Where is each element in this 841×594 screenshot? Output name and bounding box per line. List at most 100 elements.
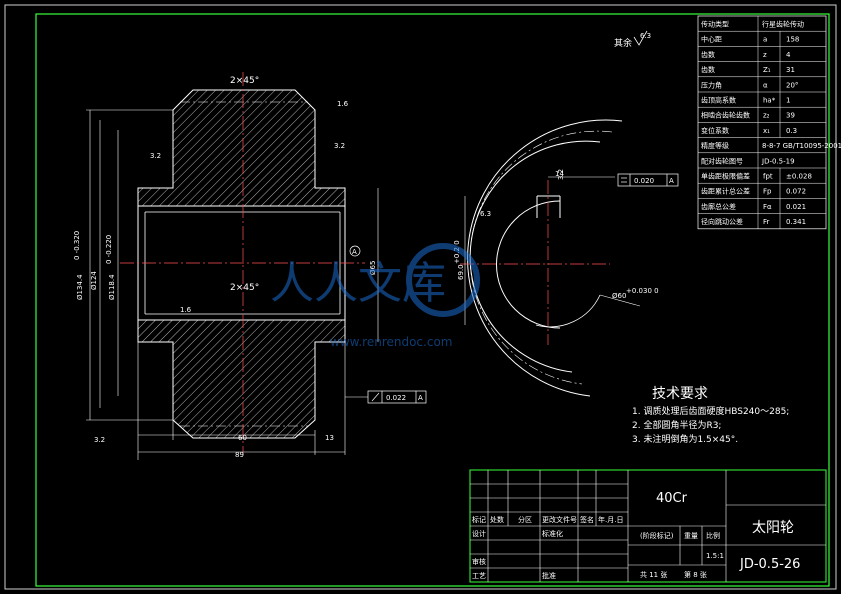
dim-outer-diameter-group: Ø134.4 0 -0.320: [73, 231, 84, 300]
gear-table-cell: 单齿距极限偏差: [701, 172, 750, 181]
tb-label-change: 更改文件号: [542, 515, 577, 524]
dim-width-13: 13: [325, 434, 334, 442]
tb-label-std: 标准化: [542, 529, 563, 538]
tech-title: 技术要求: [652, 386, 708, 402]
dim-outer-tol: 0 -0.320: [73, 231, 81, 260]
parallel-datum: A: [669, 177, 674, 185]
tb-label-review: 审核: [472, 557, 486, 566]
dim-65-group: Ø65: [369, 261, 377, 275]
datum-a-label: A: [352, 248, 357, 256]
dim-bore-tol: 0 -0.220: [105, 235, 113, 264]
gear-table-cell: 齿数: [701, 50, 715, 59]
title-block: [469, 469, 827, 583]
gear-table-cell: 0.3: [786, 127, 797, 135]
gear-table-cell: Fα: [763, 203, 772, 211]
gear-table-cell: z₂: [763, 112, 770, 120]
dim-bore-diameter: Ø118.4: [108, 274, 116, 300]
dim-rough-3-2-b: 3.2: [334, 142, 345, 150]
gear-table-cell: JD-0.5-19: [761, 157, 795, 165]
tech-line-3: 3. 未注明倒角为1.5×45°.: [632, 433, 738, 445]
section-dimensions: [86, 109, 379, 460]
gear-table-cell: α: [763, 81, 768, 89]
gear-table-cell: a: [763, 36, 767, 44]
dim-rough-6-3: 6.3: [480, 210, 491, 218]
dim-root-group: Ø124: [90, 271, 98, 290]
parallel-frame: [617, 173, 679, 187]
gear-table-cell: 配对齿轮图号: [701, 156, 743, 165]
tb-stage-note: (阶段标记): [640, 531, 674, 540]
end-view: [460, 119, 641, 397]
dim-rough-3-2-d-group: 3.2: [557, 169, 565, 180]
roughness-symbol: [633, 30, 648, 46]
watermark: 人人文库 www.renrendoc.com: [270, 243, 480, 349]
tech-line-2: 2. 全部圆角半径为R3;: [632, 419, 721, 431]
tb-label-sign: 签名: [580, 515, 594, 524]
tb-label-count: 处数: [490, 515, 504, 524]
dim-root-diameter: Ø124: [90, 271, 98, 290]
gear-table-cell: 齿数: [701, 65, 715, 74]
watermark-url: www.renrendoc.com: [330, 335, 452, 349]
gear-table-cell: ±0.028: [786, 173, 812, 181]
tb-label-approve: 批准: [542, 571, 556, 580]
gear-table-cell: ha*: [763, 97, 776, 105]
gear-table-cell: 变位系数: [701, 126, 729, 135]
tb-label-scale: 比例: [706, 531, 720, 540]
dim-bore-group: Ø118.4 0 -0.220: [105, 235, 116, 300]
dim-rough-3-2-d: 3.2: [557, 169, 565, 180]
dim-width-89: 89: [235, 451, 244, 459]
dim-rough-3-2-a: 3.2: [150, 152, 161, 160]
tb-label-date: 年.月.日: [598, 515, 623, 524]
gear-table-cell: 齿距累计总公差: [701, 187, 750, 196]
gear-table-cell: 径向跳动公差: [701, 217, 743, 226]
gear-table-cell: 压力角: [701, 80, 722, 89]
dim-key-69: 69.0: [457, 264, 465, 280]
gear-table-cell: 20°: [786, 81, 798, 89]
tb-label-weight: 重量: [684, 532, 698, 540]
gear-table-cell: 158: [786, 36, 799, 44]
gear-table-cell: 4: [786, 51, 791, 59]
dim-rough-3-2-c: 3.2: [94, 436, 105, 444]
dim-65: Ø65: [369, 261, 377, 275]
dim-outer-diameter: Ø134.4: [76, 274, 84, 300]
tech-line-1: 1. 调质处理后齿面硬度HBS240～285;: [632, 405, 789, 417]
dim-chamfer-top: 2×45°: [230, 76, 259, 86]
gear-table-cell: fpt: [763, 173, 773, 181]
tb-material: 40Cr: [656, 491, 688, 506]
runout-frame: [345, 390, 427, 404]
watermark-text: 人人文库: [270, 258, 446, 309]
gear-table-cell: Fp: [763, 188, 772, 196]
tb-label-design: 设计: [472, 529, 486, 538]
gear-table-cell: 齿廓总公差: [701, 202, 736, 211]
gear-table-cell: 精度等级: [701, 141, 729, 150]
gear-table-cell: 齿顶高系数: [701, 96, 736, 105]
tb-label-zone: 分区: [518, 515, 532, 524]
dim-bore-60-tol: +0.030 0: [626, 287, 659, 295]
tb-label-mark: 标记: [472, 515, 486, 524]
tb-scale-value: 1.5:1: [706, 552, 724, 560]
roughness-note-value: 6.3: [640, 32, 651, 40]
dim-rough-1-6-b: 1.6: [180, 306, 192, 314]
dim-key-14: 14: [555, 170, 564, 178]
gear-table-cell: 1: [786, 97, 790, 105]
gear-table-cell: z: [763, 51, 767, 59]
tb-label-craft: 工艺: [472, 572, 486, 580]
gear-table-cell: x₁: [763, 127, 770, 135]
gear-table-cell: 31: [786, 66, 795, 74]
gear-table-cell: Fr: [763, 218, 770, 226]
dim-chamfer-mid: 2×45°: [230, 283, 259, 293]
dim-width-60: 60: [238, 434, 247, 442]
datum-a-circle: [349, 245, 361, 257]
tb-sheets-total: 共 11 张: [640, 570, 667, 579]
roughness-note-label: 其余: [614, 37, 632, 49]
runout-datum: A: [418, 394, 423, 402]
tb-part-name: 太阳轮: [752, 520, 794, 536]
tb-drawing-code: JD-0.5-26: [739, 557, 800, 572]
gear-table-cell: 0.072: [786, 188, 806, 196]
section-view: [120, 72, 365, 455]
gear-table-cell: 传动类型: [701, 20, 729, 29]
runout-value: 0.022: [386, 394, 406, 402]
gear-table-cell: 0.021: [786, 203, 806, 211]
dim-rough-1-6-a: 1.6: [337, 100, 349, 108]
